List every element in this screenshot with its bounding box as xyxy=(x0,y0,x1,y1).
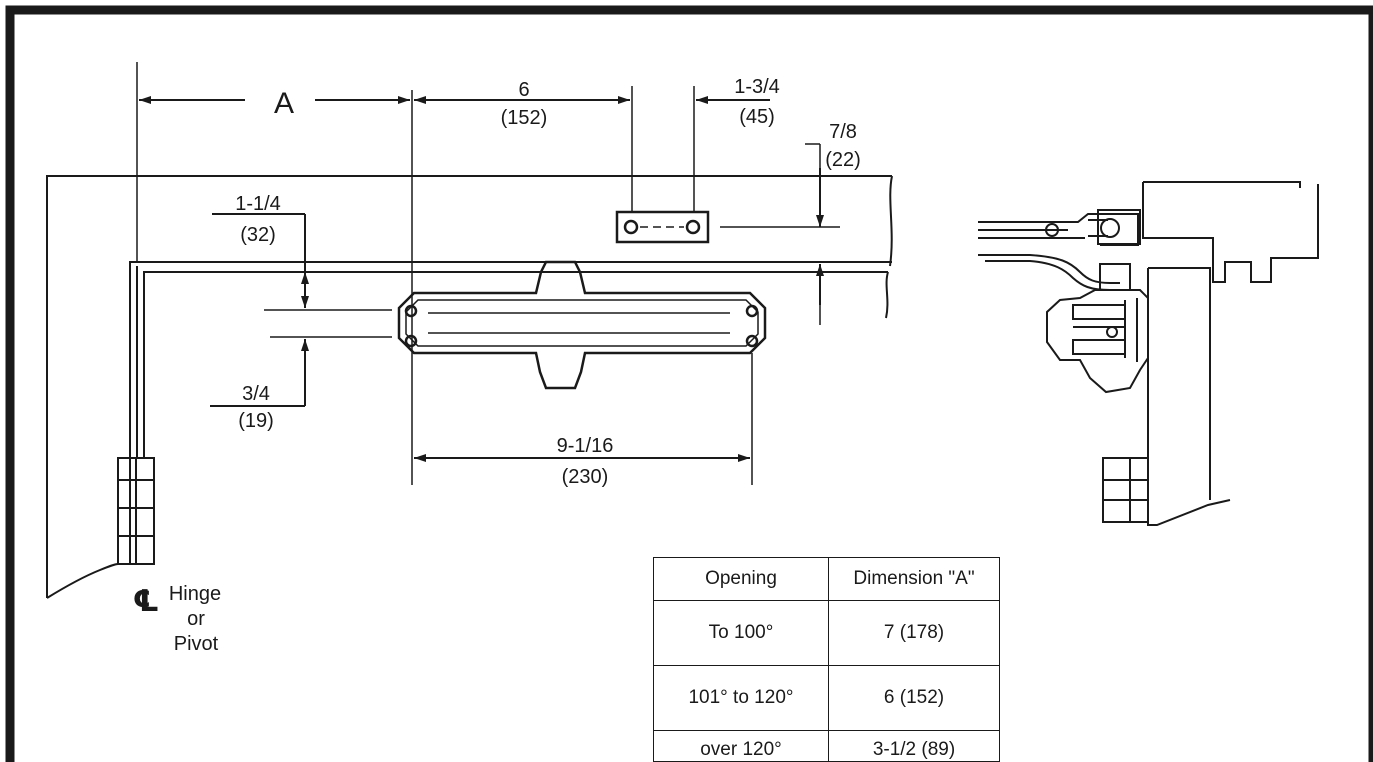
dim-7-8-mm-label: (22) xyxy=(825,149,861,171)
mounting-bracket xyxy=(615,210,710,244)
opening-dimension-table: Opening Dimension "A" To 100° 7 (178) 10… xyxy=(653,557,1000,762)
dim-1-3-4-label: 1-3/4 xyxy=(734,76,780,98)
extension-lines xyxy=(264,86,840,485)
dimension-lines xyxy=(139,96,824,462)
side-view xyxy=(978,181,1319,526)
table-header-opening: Opening xyxy=(653,557,829,601)
table-cell-dimension: 6 (152) xyxy=(828,665,1000,731)
table-row: To 100° 7 (178) xyxy=(653,600,1000,666)
table-row: over 120° 3-1/2 (89) xyxy=(653,730,1000,762)
table-cell-opening: over 120° xyxy=(653,730,829,762)
door-outline xyxy=(129,261,892,564)
table-header-row: Opening Dimension "A" xyxy=(653,557,1000,601)
hinge-label-line2: or xyxy=(187,608,205,630)
dim-a-label: A xyxy=(274,87,294,120)
dim-3-4-mm-label: (19) xyxy=(238,410,274,432)
page-frame xyxy=(5,5,1373,762)
door-frame-header xyxy=(46,175,893,599)
hinge xyxy=(117,457,155,565)
dim-6-label: 6 xyxy=(518,79,529,101)
dim-9-1-16-label: 9-1/16 xyxy=(557,435,614,457)
table-row: 101° to 120° 6 (152) xyxy=(653,665,1000,731)
hinge-label-line1: Hinge xyxy=(169,583,221,605)
table-cell-opening: 101° to 120° xyxy=(653,665,829,731)
dim-1-1-4-label: 1-1/4 xyxy=(235,193,281,215)
table-cell-dimension: 7 (178) xyxy=(828,600,1000,666)
dim-7-8-label: 7/8 xyxy=(829,121,857,143)
dim-3-4-label: 3/4 xyxy=(242,383,270,405)
centerline-symbol: ℄ xyxy=(133,584,160,619)
table-cell-dimension: 3-1/2 (89) xyxy=(828,730,1000,762)
dim-6-mm-label: (152) xyxy=(501,107,548,129)
dim-9-1-16-mm-label: (230) xyxy=(562,466,609,488)
closer-body xyxy=(397,260,767,390)
table-header-dimension-a: Dimension "A" xyxy=(828,557,1000,601)
dim-1-1-4-mm-label: (32) xyxy=(240,224,276,246)
hinge-label-line3: Pivot xyxy=(174,633,219,655)
table-cell-opening: To 100° xyxy=(653,600,829,666)
dim-1-3-4-mm-label: (45) xyxy=(739,106,775,128)
